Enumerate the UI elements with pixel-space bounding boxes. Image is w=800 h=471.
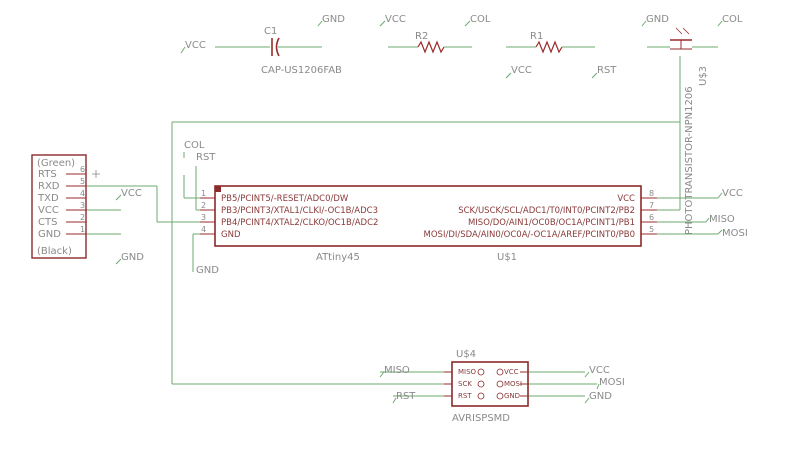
ftdi-pin-label: CTS	[38, 217, 57, 228]
u1-pin-num: 6	[649, 213, 654, 222]
net-label-vcc: VCC	[511, 65, 532, 76]
ftdi-pin-label: RXD	[38, 181, 60, 192]
u4-pin-label: MOSI	[504, 380, 522, 388]
net-label-rst: RST	[196, 152, 216, 163]
net-label-gnd: GND	[196, 265, 219, 276]
net-label-gnd: GND	[589, 391, 612, 402]
ftdi-pin-label: RTS	[38, 169, 57, 180]
net-label-miso: MISO	[384, 365, 410, 376]
ftdi-pin-num: 4	[80, 189, 85, 198]
net-label-col: COL	[722, 14, 743, 25]
u3-name: U$3	[698, 66, 709, 86]
capacitor-c1[interactable]: C1 CAP-US1206FAB VCC GND	[180, 14, 345, 76]
resistor-r1[interactable]: R1 VCC RST	[505, 31, 617, 79]
u1-pin-label: PB3/PCINT3/XTAL1/CLKI/-OC1B/ADC3	[221, 206, 378, 216]
ftdi-pin-gnd[interactable]: GND 1	[38, 225, 86, 240]
ftdi-pin-rts[interactable]: RTS 6	[38, 165, 86, 180]
r1-name: R1	[530, 31, 543, 42]
r2-name: R2	[415, 31, 428, 42]
u1-pin-num: 5	[649, 225, 654, 234]
net-label-gnd: GND	[322, 14, 345, 25]
u1-pin-label: MISO/DO/AIN1/OC0B/OC1A/PCINT1/PB1	[468, 218, 635, 228]
ftdi-header[interactable]: (Green) (Black) RTS 6 RXD 5 TXD 4 VCC 3 …	[31, 154, 144, 265]
ftdi-pin-label: GND	[38, 229, 61, 240]
wires	[86, 121, 718, 397]
u1-pin-label: GND	[221, 230, 241, 240]
ftdi-pin-label: VCC	[38, 205, 59, 216]
net-label-vcc: VCC	[121, 188, 142, 199]
u1-pin-num: 3	[201, 213, 206, 222]
u1-value: ATtiny45	[316, 252, 360, 263]
u4-pin-label: SCK	[458, 380, 472, 388]
net-label-vcc: VCC	[185, 40, 206, 51]
ftdi-pin-cts[interactable]: CTS 2	[38, 213, 86, 228]
ic-u1-attiny45[interactable]: 1 2 3 4 PB5/PCINT5/-RESET/ADC0/DW PB3/PC…	[183, 140, 748, 276]
u1-pin-num: 1	[201, 189, 206, 198]
ftdi-top-label: (Green)	[37, 158, 75, 169]
u1-pin-label: PB4/PCINT4/XTAL2/CLKO/OC1B/ADC2	[221, 218, 378, 228]
u4-pin-label: RST	[458, 392, 472, 400]
net-label-mosi: MOSI	[599, 377, 625, 388]
u3-value: PHOTOTRANSISTOR-NPN1206	[684, 86, 695, 235]
phototransistor-u3[interactable]: GND COL U$3 PHOTOTRANSISTOR-NPN1206	[641, 14, 743, 235]
ftdi-pin-label: TXD	[37, 193, 59, 204]
ftdi-pin-num: 1	[80, 225, 85, 234]
u4-pin-label: MISO	[458, 368, 477, 376]
ftdi-pin-num: 2	[80, 213, 85, 222]
ftdi-bottom-label: (Black)	[37, 246, 72, 257]
net-label-vcc: VCC	[722, 188, 743, 199]
u1-pin-label: VCC	[617, 194, 635, 204]
net-label-mosi: MOSI	[722, 228, 748, 239]
u1-pin-num: 2	[201, 201, 206, 210]
u1-pin-num: 8	[649, 189, 654, 198]
u1-pin-num: 7	[649, 201, 654, 210]
u4-value: AVRISPSMD	[452, 413, 510, 424]
ftdi-pin-rxd[interactable]: RXD 5	[38, 177, 86, 192]
net-label-rst: RST	[597, 65, 617, 76]
u4-pin-label: VCC	[504, 368, 519, 376]
ftdi-pin-num: 6	[80, 165, 85, 174]
u1-pin-label: SCK/USCK/SCL/ADC1/T0/INT0/PCINT2/PB2	[458, 206, 635, 216]
net-label-vcc: VCC	[385, 14, 406, 25]
net-label-vcc: VCC	[589, 365, 610, 376]
net-label-col: COL	[184, 140, 205, 151]
ftdi-pin-num: 5	[80, 177, 85, 186]
ftdi-pin-txd[interactable]: TXD 4	[37, 189, 86, 204]
net-label-miso: MISO	[709, 214, 735, 225]
net-label-gnd: GND	[121, 252, 144, 263]
c1-value: CAP-US1206FAB	[261, 65, 342, 76]
net-label-gnd: GND	[646, 14, 669, 25]
u1-name: U$1	[497, 252, 517, 263]
c1-name: C1	[264, 26, 277, 37]
ftdi-pin-vcc[interactable]: VCC 3	[38, 201, 86, 216]
u1-pin-label: MOSI/DI/SDA/AIN0/OC0A/-OC1A/AREF/PCINT0/…	[424, 230, 635, 240]
ftdi-pin-num: 3	[80, 201, 85, 210]
resistor-r2[interactable]: R2 VCC COL	[379, 14, 491, 54]
u1-pin-num: 4	[201, 225, 206, 234]
u1-pin-label: PB5/PCINT5/-RESET/ADC0/DW	[221, 194, 349, 204]
u4-name: U$4	[456, 349, 476, 360]
u4-pin-label: GND	[504, 392, 520, 400]
isp-header-u4[interactable]: U$4 AVRISPSMD MISO SCK RST VCC MOSI GND …	[379, 349, 625, 424]
net-label-rst: RST	[396, 391, 416, 402]
net-label-col: COL	[470, 14, 491, 25]
